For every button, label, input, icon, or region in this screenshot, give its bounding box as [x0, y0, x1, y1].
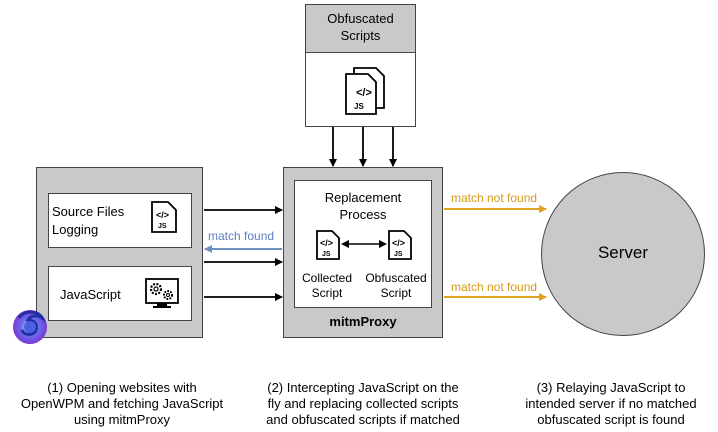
js-icon-text: JS: [354, 102, 364, 111]
replacement-process-title: Replacement Process: [324, 190, 402, 222]
stacked-js-files-icon: </> JS: [345, 67, 385, 115]
collected-js-icon: </> JS: [316, 230, 340, 260]
match-found-label: match found: [208, 229, 275, 243]
swap-double-arrow: [341, 240, 387, 248]
match-not-found-label-2: match not found: [451, 280, 538, 294]
obfuscated-script-label: Obfuscated Script: [365, 271, 427, 300]
mitmproxy-label: mitmProxy: [329, 314, 397, 329]
svg-text:JS: JS: [394, 251, 403, 258]
obfuscated-scripts-header: [305, 4, 416, 53]
svg-text:</>: </>: [392, 238, 405, 248]
svg-text:</>: </>: [320, 238, 333, 248]
svg-text:JS: JS: [322, 251, 331, 258]
obfuscated-scripts-title: Obfuscated Scripts: [327, 11, 394, 43]
firefox-logo-icon: [13, 310, 47, 344]
caption-step-2: (2) Intercepting JavaScript on the fly a…: [266, 380, 460, 427]
source-files-logging-label: Source Files Logging: [52, 204, 125, 237]
js-file-icon: </> JS: [151, 201, 177, 233]
caption-step-1: (1) Opening websites with OpenWPM and fe…: [20, 380, 224, 427]
svg-text:JS: JS: [158, 223, 167, 230]
obfuscated-js-icon: </> JS: [388, 230, 412, 260]
collected-script-label: Collected Script: [301, 271, 353, 300]
javascript-label: JavaScript: [60, 287, 121, 302]
caption-step-3: (3) Relaying JavaScript to intended serv…: [525, 380, 697, 427]
match-not-found-label-1: match not found: [451, 191, 538, 205]
svg-text:</>: </>: [156, 210, 169, 220]
svg-text:</>: </>: [356, 87, 372, 99]
monitor-gears-icon: [145, 278, 179, 308]
server-node: [541, 172, 705, 336]
server-label: Server: [597, 243, 649, 262]
